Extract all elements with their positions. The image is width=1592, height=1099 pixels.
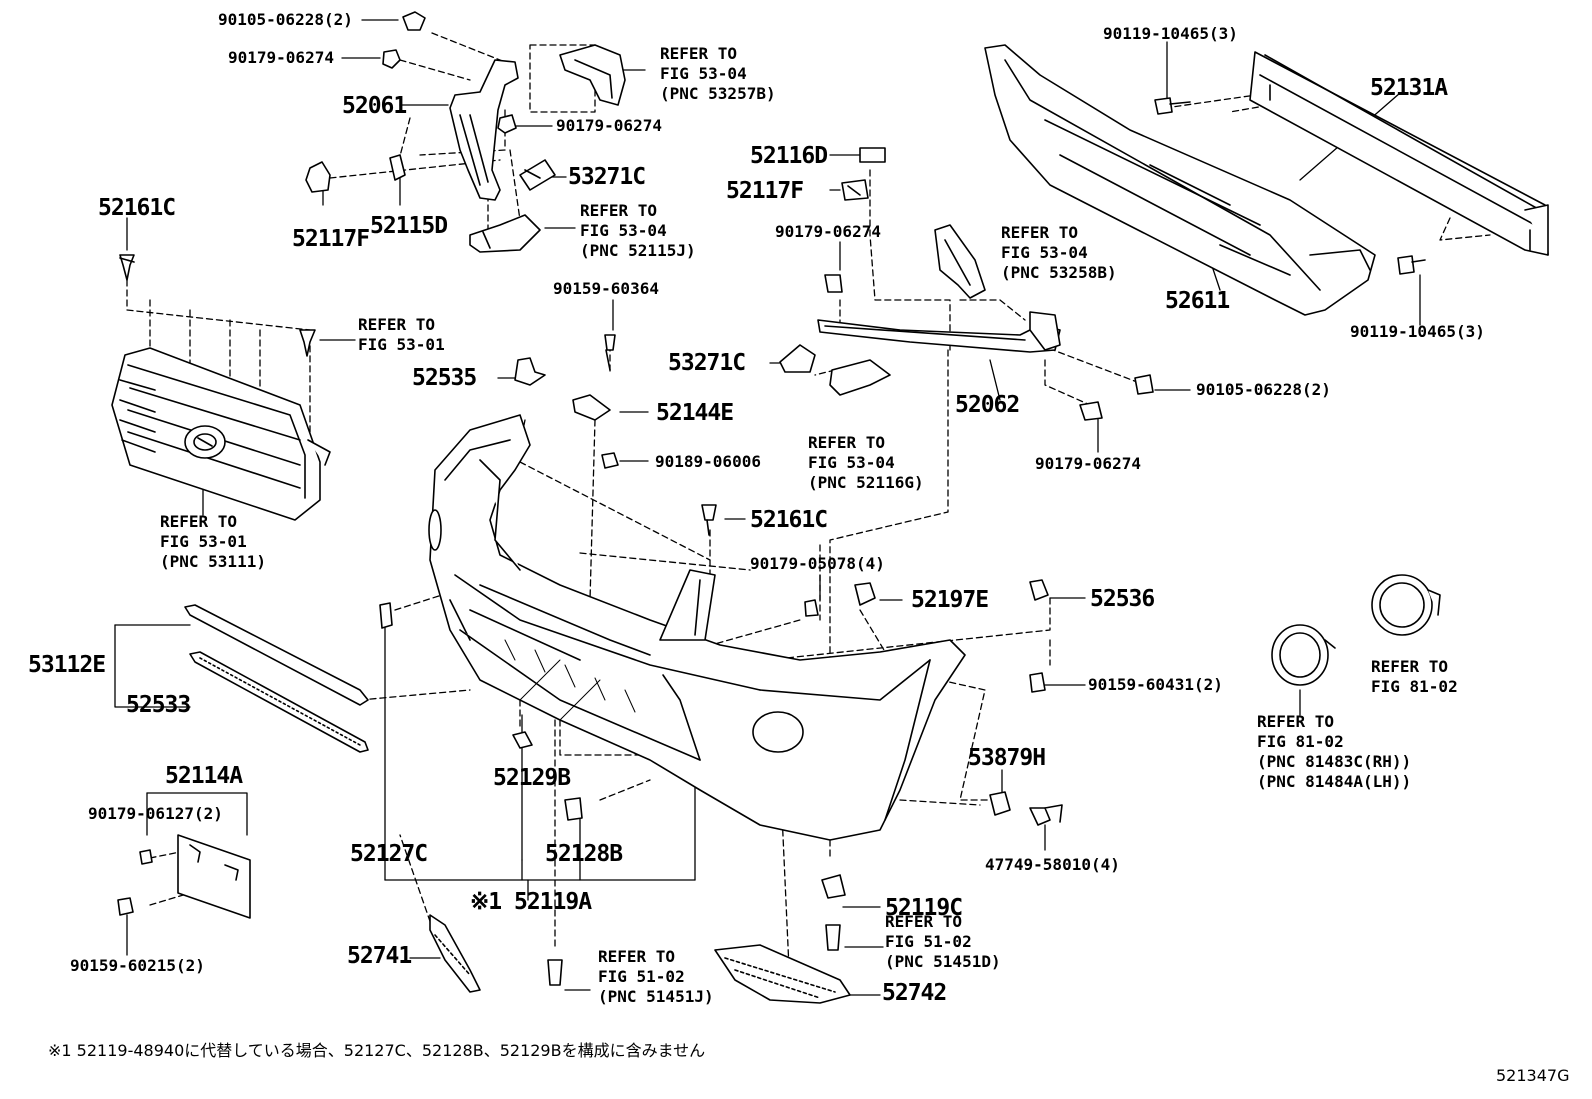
part-label: 52144E — [656, 400, 734, 426]
part-label: 90159-60215(2) — [70, 956, 205, 975]
part-label: 53271C — [568, 164, 646, 190]
part-label: 90179-06274 — [228, 48, 334, 67]
part-label: 90159-60364 — [553, 279, 659, 298]
part-label: 52116D — [750, 143, 828, 169]
refer-note: REFER TO FIG 53-04 (PNC 53257B) — [660, 44, 776, 103]
part-label: 52117F — [292, 226, 370, 252]
part-label: 52129B — [493, 765, 571, 791]
refer-note: REFER TO FIG 53-04 (PNC 52115J) — [580, 201, 696, 260]
bracket-52061 — [449, 44, 626, 201]
part-label: 52161C — [98, 195, 176, 221]
part-label: 52161C — [750, 507, 828, 533]
small-parts-middle — [514, 334, 1049, 693]
hardware-lower — [379, 602, 1063, 986]
part-label: 90189-06006 — [655, 452, 761, 471]
part-label: 52536 — [1090, 586, 1155, 612]
part-label: 53879H — [968, 745, 1046, 771]
bracket-52062 — [817, 224, 1061, 353]
part-label: 90105-06228(2) — [1196, 380, 1331, 399]
part-label: 53112E — [28, 652, 106, 678]
part-label: 52131A — [1370, 75, 1448, 101]
part-label: 52128B — [545, 841, 623, 867]
part-label: 52114A — [165, 763, 243, 789]
part-label: 52115D — [370, 213, 448, 239]
moulding-strips — [184, 604, 369, 753]
brackets-mid — [779, 147, 1154, 421]
part-label: 52611 — [1165, 288, 1230, 314]
part-label: 53271C — [668, 350, 746, 376]
part-label: 90179-06274 — [775, 222, 881, 241]
refer-note: REFER TO FIG 81-02 — [1371, 657, 1458, 696]
grille-clips — [119, 254, 316, 357]
refer-note: REFER TO FIG 53-01 — [358, 315, 445, 354]
refer-note: REFER TO FIG 51-02 (PNC 51451D) — [885, 912, 1001, 971]
part-label: 52535 — [412, 365, 477, 391]
part-label: 47749-58010(4) — [985, 855, 1120, 874]
part-label: 90179-06127(2) — [88, 804, 223, 823]
part-label: 90119-10465(3) — [1350, 322, 1485, 341]
bumper-lower-grille — [504, 639, 636, 721]
part-label: 90159-60431(2) — [1088, 675, 1223, 694]
refer-note: REFER TO FIG 53-01 (PNC 53111) — [160, 512, 266, 571]
reinforcement-52131A — [1249, 51, 1549, 256]
fasteners-top-left — [305, 11, 556, 253]
part-label: 90179-06274 — [556, 116, 662, 135]
refer-note: REFER TO FIG 81-02 (PNC 81483C(RH)) (PNC… — [1257, 712, 1412, 791]
part-label: 52061 — [342, 93, 407, 119]
part-label: 52197E — [911, 587, 989, 613]
part-label: 52119C — [885, 895, 963, 921]
part-label: 90119-10465(3) — [1103, 24, 1238, 43]
part-label: 52127C — [350, 841, 428, 867]
part-label: ※1 52119A — [470, 889, 592, 915]
bumper-cover — [428, 414, 966, 841]
part-label: 52062 — [955, 392, 1020, 418]
part-label: 52117F — [726, 178, 804, 204]
part-label: 90105-06228(2) — [218, 10, 353, 29]
fog-lamp-parts — [1271, 574, 1441, 686]
figure-id: 521347G — [1496, 1066, 1570, 1085]
refer-note: REFER TO FIG 51-02 (PNC 51451J) — [598, 947, 714, 1006]
part-label: 52742 — [882, 980, 947, 1006]
refer-note: REFER TO FIG 53-04 (PNC 52116G) — [808, 433, 924, 492]
part-label: 52741 — [347, 943, 412, 969]
part-label: 52533 — [126, 692, 191, 718]
dashed-guides — [126, 32, 1491, 991]
refer-note: REFER TO FIG 53-04 (PNC 53258B) — [1001, 223, 1117, 282]
lower-grilles — [429, 914, 851, 1004]
bolts-top-right — [1154, 97, 1426, 275]
footnote: ※1 52119-48940に代替している場合、52127C、52128B、52… — [48, 1041, 706, 1060]
radiator-grille — [111, 347, 331, 521]
part-label: 90179-05078(4) — [750, 554, 885, 573]
license-bracket — [117, 834, 251, 919]
absorber-52611 — [984, 44, 1376, 316]
part-label: 90179-06274 — [1035, 454, 1141, 473]
